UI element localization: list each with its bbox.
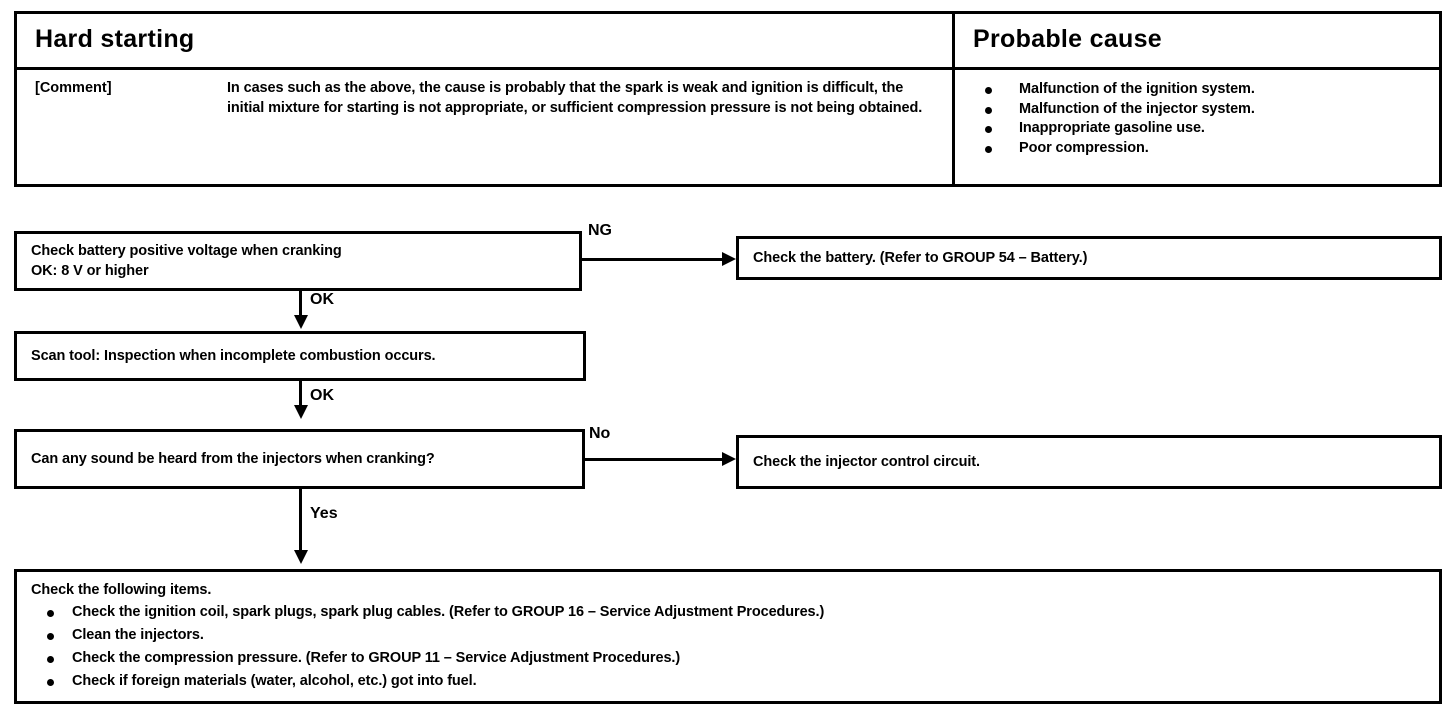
flow-box-check-following-items: Check the following items. Check the ign… <box>14 569 1442 704</box>
symptom-header-cell: Hard starting <box>17 14 955 67</box>
symptom-title: Hard starting <box>35 25 195 53</box>
arrowhead-ng-icon <box>722 252 736 266</box>
comment-label: [Comment] <box>35 80 112 96</box>
edge-label-yes: Yes <box>310 505 338 522</box>
probable-cause-list: Malfunction of the ignition system. Malf… <box>955 70 1439 158</box>
scan-tool-text: Scan tool: Inspection when incomplete co… <box>31 348 436 364</box>
injector-question-text: Can any sound be heard from the injector… <box>31 451 435 467</box>
flow-box-injector-sound-question: Can any sound be heard from the injector… <box>14 429 585 489</box>
edge-label-ng: NG <box>588 222 612 239</box>
cause-title: Probable cause <box>973 25 1163 53</box>
comment-text: In cases such as the above, the cause is… <box>227 80 923 116</box>
connector-no-horizontal <box>585 458 730 461</box>
symptom-cause-table: Hard starting Probable cause [Comment] I… <box>14 11 1442 187</box>
arrowhead-no-icon <box>722 452 736 466</box>
connector-ng-horizontal <box>582 258 730 261</box>
list-item: Check if foreign materials (water, alcoh… <box>17 670 1439 693</box>
edge-label-ok-1: OK <box>310 291 334 308</box>
flow-box-scan-tool: Scan tool: Inspection when incomplete co… <box>14 331 586 381</box>
list-item: Malfunction of the ignition system. <box>955 80 1439 100</box>
check-battery-text: Check the battery. (Refer to GROUP 54 – … <box>753 250 1088 266</box>
table-body-row: [Comment] In cases such as the above, th… <box>17 70 1439 184</box>
table-header-row: Hard starting Probable cause <box>17 14 1439 70</box>
edge-label-ok-2: OK <box>310 387 334 404</box>
list-item: Malfunction of the injector system. <box>955 100 1439 120</box>
arrowhead-ok-2-icon <box>294 405 308 419</box>
check-items-list: Check the ignition coil, spark plugs, sp… <box>17 601 1439 693</box>
battery-check-line-1: Check battery positive voltage when cran… <box>31 243 342 259</box>
flow-box-battery-voltage-check: Check battery positive voltage when cran… <box>14 231 582 291</box>
connector-ok-2-vertical <box>299 381 302 407</box>
list-item: Clean the injectors. <box>17 624 1439 647</box>
list-item: Inappropriate gasoline use. <box>955 119 1439 139</box>
cause-header-cell: Probable cause <box>955 14 1439 67</box>
flow-box-injector-control-circuit: Check the injector control circuit. <box>736 435 1442 489</box>
comment-block: [Comment] In cases such as the above, th… <box>17 70 952 118</box>
flow-box-check-battery: Check the battery. (Refer to GROUP 54 – … <box>736 236 1442 280</box>
edge-label-no: No <box>589 425 611 442</box>
list-item: Check the compression pressure. (Refer t… <box>17 647 1439 670</box>
battery-check-line-2: OK: 8 V or higher <box>31 263 149 279</box>
arrowhead-yes-icon <box>294 550 308 564</box>
injector-circuit-text: Check the injector control circuit. <box>753 454 980 470</box>
arrowhead-ok-1-icon <box>294 315 308 329</box>
connector-ok-1-vertical <box>299 291 302 317</box>
connector-yes-vertical <box>299 489 302 553</box>
list-item: Poor compression. <box>955 139 1439 159</box>
comment-cell: [Comment] In cases such as the above, th… <box>17 70 955 184</box>
probable-cause-cell: Malfunction of the ignition system. Malf… <box>955 70 1439 184</box>
list-item: Check the ignition coil, spark plugs, sp… <box>17 601 1439 624</box>
check-items-title: Check the following items. <box>31 582 212 598</box>
